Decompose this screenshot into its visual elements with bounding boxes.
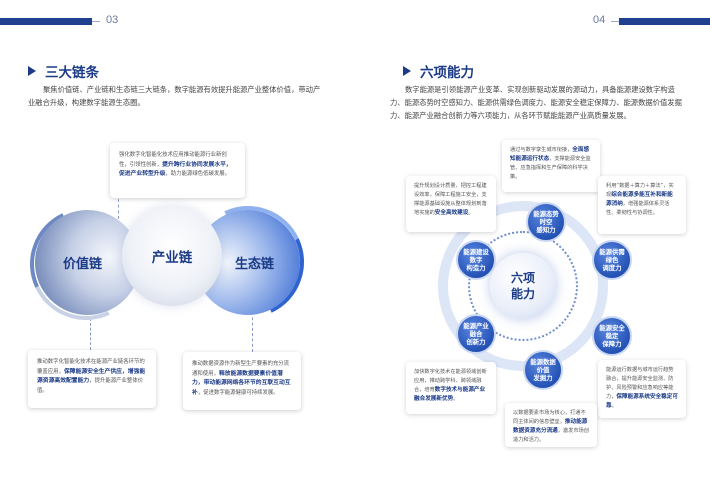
box-text: 利用“数据＋算力＋算法”，实现: [606, 183, 674, 198]
data-value-box: 以数据要素市场为核心，打通不同主体间的信息壁垒，推动能源数据资源充分流通，激发市…: [505, 403, 597, 447]
box-highlight: 保障能源系统安全稳定可靠: [606, 394, 678, 409]
connector-line: [252, 312, 253, 352]
section-title: 六项能力: [403, 61, 474, 81]
node-label-line: 能源安全: [599, 324, 625, 332]
box-text: ，增强能源体系灵活性、柔韧性与协调性。: [606, 201, 670, 216]
node-label-line: 稳定: [605, 332, 619, 340]
node-label-line: 能源供需: [599, 248, 625, 256]
box-text: 。: [453, 396, 459, 402]
node-label-line: 数字: [469, 256, 483, 264]
box-text: ，助力能源绿色低碳发展。: [165, 171, 231, 177]
box-highlight: 综合能源多能互补和新能源消纳: [606, 192, 673, 207]
box-highlight: 释放能源数据要素价值潜力，带动能源网络各环节的互联互动互补: [192, 370, 291, 396]
header-bar: [619, 18, 710, 25]
node-label-line: 能源数据: [530, 358, 556, 366]
box-text: 通过与数字孪生城市衔接，: [510, 147, 573, 153]
box-highlight: 安全高效建设: [434, 210, 469, 216]
bottom-right-description-box: 推动数据资源作为新型生产要素的充分流通和使用，释放能源数据要素价值潜力，带动能源…: [183, 352, 301, 410]
security-box: 能源运行数据与城市运行趋势融合，提升能源安全监测、防护、风险预警和应急响应等能力…: [598, 360, 686, 418]
triangle-bullet-icon: [28, 66, 36, 76]
box-text: 推动数据资源作为新型生产要素的充分流通和使用，: [192, 361, 290, 377]
node-label-line: 能源态势: [533, 210, 559, 218]
node-label-line: 创新力: [466, 338, 486, 346]
box-text: 。: [611, 403, 617, 409]
connector-line: [118, 199, 119, 219]
box-text: 强化数字化智能化技术应用推动能源行业新创性，引领性创新，: [119, 152, 227, 168]
box-text: ，促进数字能源健康可持续发展。: [197, 389, 279, 396]
node-label-line: 发掘力: [533, 374, 553, 382]
inner-dotted-ring: [468, 231, 578, 341]
node-label-line: 时空: [539, 218, 553, 226]
six-abilities-core: 六项能力: [490, 253, 556, 319]
box-text: 以数据要素市场为核心，打通不同主体间的信息壁垒，: [513, 410, 586, 425]
node-label-line: 能源产业: [463, 322, 489, 330]
dispatch-box: 利用“数据＋算力＋算法”，实现综合能源多能互补和新能源消纳，增强能源体系灵活性、…: [598, 176, 686, 234]
construction-box: 提升规划设计质量、把控工程建设效率，保障工程施工安全，支撑能源基础设施从整体规划…: [406, 176, 496, 232]
box-highlight: 保障能源安全生产供应，增强能源资源高效配置能力: [37, 368, 146, 385]
industry-chain-label: 产业链: [151, 250, 193, 266]
core-label-line: 六项: [510, 271, 535, 285]
box-text: 提升规划设计质量、把控工程建设效率，保障工程施工安全，支撑能源基础设施从整体规划…: [414, 183, 487, 216]
node-label-line: 构造力: [466, 264, 486, 272]
core-label-line: 能力: [510, 287, 535, 301]
box-highlight: 全面感知能源运行状态: [510, 147, 590, 162]
triangle-bullet-icon: [403, 66, 411, 76]
page-number: 03: [106, 14, 119, 26]
node-label-line: 保障力: [602, 340, 622, 348]
eco-chain-label: 生态链: [234, 257, 274, 272]
box-text: ，激发市场创造力和活力。: [513, 428, 589, 443]
box-highlight: 推动能源数据资源充分流通: [513, 419, 588, 434]
box-text: 能源运行数据与城市运行趋势融合，提升能源安全监测、防护、风险预警和应急响应等能力…: [606, 367, 674, 400]
node-innovation: 能源产业融合创新力: [456, 314, 496, 354]
node-label-line: 绿色: [605, 256, 619, 264]
box-text: 加快数字化技术在能源领域创新应用，推动跨学科、跨领域融合，培育: [414, 369, 487, 393]
industry-chain-circle: 产业链: [122, 206, 222, 306]
box-text: 。: [468, 210, 474, 216]
node-label-line: 调度力: [602, 264, 622, 272]
node-perception: 能源态势时空感知力: [526, 202, 566, 242]
node-dispatch: 能源供需绿色调度力: [592, 240, 632, 280]
header-line: [611, 21, 619, 22]
section-title-text: 三大链条: [45, 65, 99, 81]
node-data-value: 能源数据价值发掘力: [523, 350, 563, 390]
section-intro: 聚焦价值链、产业链和生态链三大链条，数字能源有效提升能源产业整体价值，带动产业融…: [28, 85, 321, 107]
section-title: 三大链条: [28, 61, 99, 81]
innovation-box: 加快数字化技术在能源领域创新应用，推动跨学科、跨领域融合，培育数字技术与能源产业…: [406, 362, 496, 414]
top-description-box: 强化数字化智能化技术应用推动能源行业新创性，引领性创新，提升跨行业协同发展水平，…: [110, 143, 245, 198]
perception-box: 通过与数字孪生城市衔接，全面感知能源运行状态，支撑能源安全监管、应急指挥和生产保…: [502, 140, 600, 192]
node-label-line: 感知力: [536, 226, 556, 234]
left-page: 03 三大链条 聚焦价值链、产业链和生态链三大链条，数字能源有效提升能源产业整体…: [0, 14, 321, 107]
value-chain-label: 价值链: [62, 257, 102, 272]
bottom-left-description-box: 推动数字化智能化技术在能源产业链各环节的覆盖应用，保障能源安全生产供应，增强能源…: [28, 350, 156, 408]
box-highlight: 提升跨行业协同发展水平，促进产业转型升级: [119, 161, 232, 178]
node-construction: 能源建设数字构造力: [456, 240, 496, 280]
connector-line: [90, 318, 91, 350]
box-text: ，支撑能源安全监管、应急指挥和生产保障的科学决策。: [510, 156, 591, 180]
page-number: 04: [593, 14, 606, 26]
node-label-line: 能源建设: [463, 248, 489, 256]
section-intro: 数字能源是引领能源产业变革、实现创新驱动发展的源动力，具备能源建设数字构造力、能…: [390, 85, 682, 120]
section-title-text: 六项能力: [420, 65, 474, 81]
box-text: 推动数字化智能化技术在能源产业链各环节的覆盖应用，: [37, 359, 145, 375]
node-security: 能源安全稳定保障力: [592, 316, 632, 356]
box-highlight: 数字技术与能源产业融合发展新优势: [414, 387, 486, 402]
box-text: ，提升能源产业整体价值。: [37, 378, 144, 394]
header-bar: [0, 18, 92, 25]
node-label-line: 价值: [536, 366, 550, 374]
header-line: [92, 21, 100, 22]
node-label-line: 融合: [469, 330, 483, 338]
right-page: 04 六项能力 数字能源是引领能源产业变革、实现创新驱动发展的源动力，具备能源建…: [355, 0, 710, 485]
